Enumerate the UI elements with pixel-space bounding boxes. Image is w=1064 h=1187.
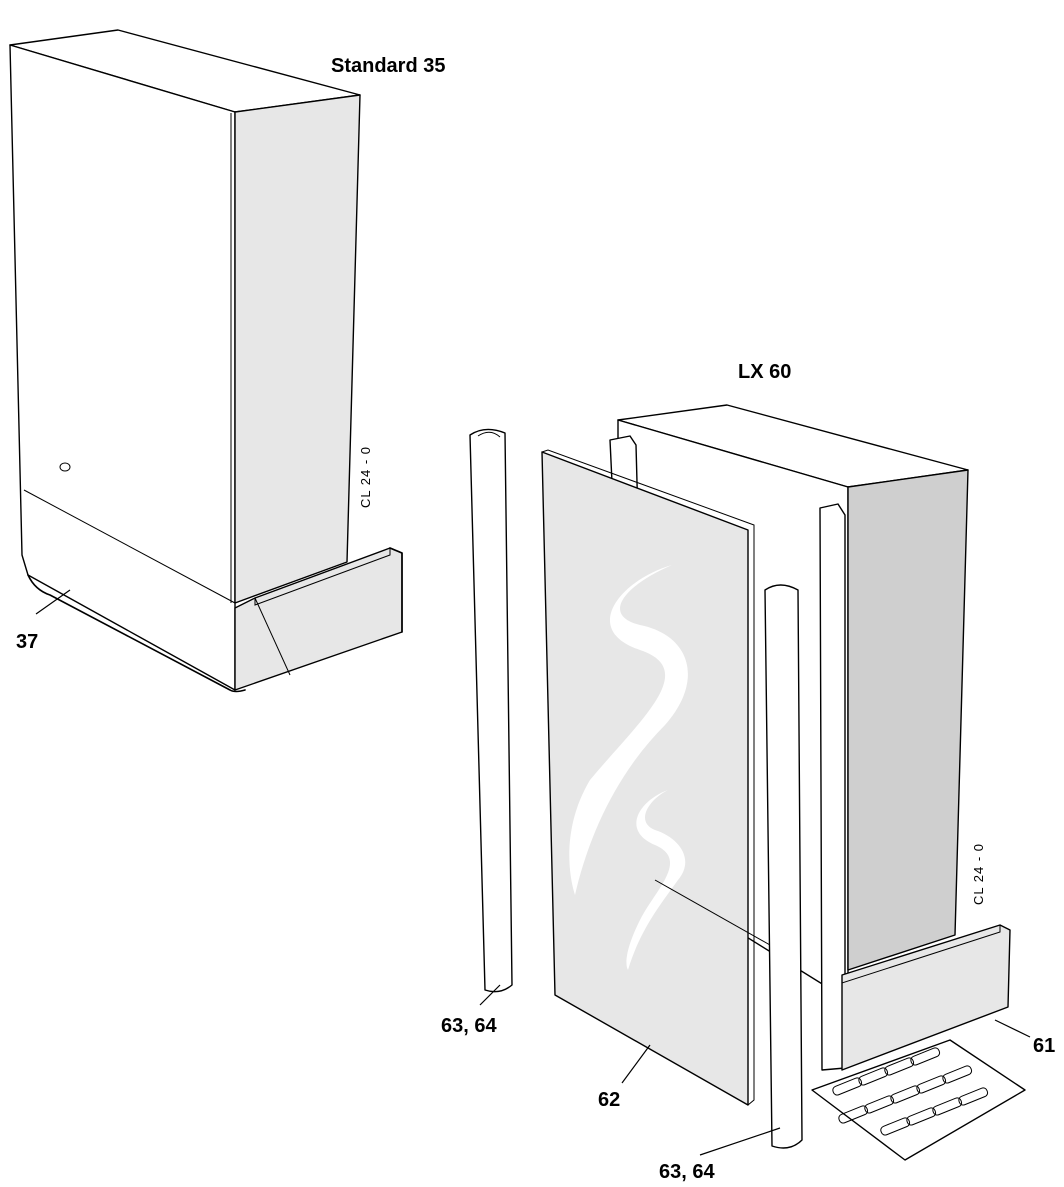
callout-61: 61 [1033, 1035, 1055, 1057]
standard-35-unit [9, 29, 403, 693]
tube-bottom [764, 584, 803, 1149]
callout-37: 37 [16, 631, 38, 653]
leader-62 [621, 1044, 651, 1084]
lx-60-title: LX 60 [738, 361, 791, 383]
code-label-standard: CL 24 - 0 [358, 446, 373, 508]
leader-61 [994, 1019, 1031, 1038]
leader-37 [35, 589, 71, 615]
lx-60-side-face [847, 469, 969, 971]
standard-35-side-face [234, 94, 361, 604]
tube-left [469, 428, 513, 993]
lx-60-unit [469, 404, 1026, 1161]
standard-35-base-line [23, 489, 236, 604]
leader-63-64-bottom [699, 1127, 781, 1156]
callout-63-64-left: 63, 64 [441, 1015, 497, 1037]
lx-60-base-shoe [841, 924, 1011, 1071]
standard-35-front-face [9, 44, 236, 691]
front-decor-panel [541, 451, 749, 1106]
swoosh-lower [626, 790, 686, 970]
keyhole-icon [59, 462, 71, 472]
callout-62: 62 [598, 1089, 620, 1111]
lx-60-right-trim [819, 503, 846, 1071]
leader-63-64-left [479, 984, 501, 1006]
standard-35-title: Standard 35 [331, 55, 445, 77]
grille-slots [832, 1047, 989, 1136]
swoosh-upper [569, 565, 688, 895]
callout-63-64-bottom: 63, 64 [659, 1161, 715, 1183]
code-label-lx: CL 24 - 0 [971, 843, 986, 905]
